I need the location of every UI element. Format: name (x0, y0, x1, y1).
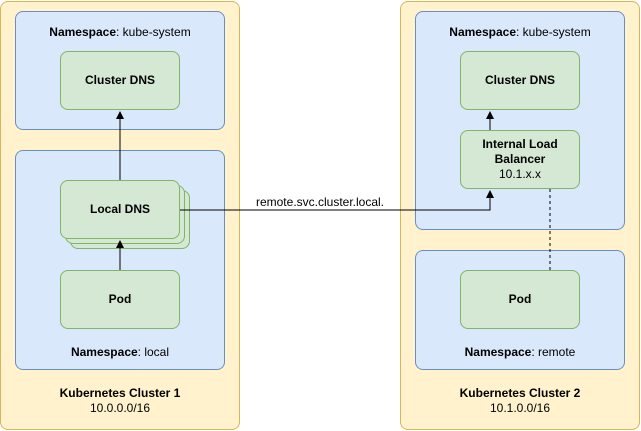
namespace-label-kube-system-1: Namespace: kube-system (49, 25, 191, 39)
cluster-1-cidr: 10.0.0.0/16 (89, 401, 151, 415)
namespace-kube-system-2 (415, 11, 625, 230)
pod-local: Pod (60, 270, 180, 329)
link-label: remote.svc.cluster.local. (250, 195, 390, 209)
namespace-label-local: Namespace: local (70, 345, 170, 359)
cluster-2-title: Kubernetes Cluster 2 (459, 386, 581, 400)
namespace-label-remote: Namespace: remote (464, 345, 576, 359)
pod-remote: Pod (460, 270, 580, 329)
cluster-1-title: Kubernetes Cluster 1 (59, 386, 181, 400)
namespace-label-kube-system-2: Namespace: kube-system (449, 25, 591, 39)
internal-load-balancer: Internal Load Balancer 10.1.x.x (460, 130, 580, 189)
local-dns: Local DNS (60, 180, 180, 239)
ilb-title: Internal Load Balancer (482, 137, 558, 166)
ilb-ip: 10.1.x.x (498, 167, 542, 181)
cluster-dns-1: Cluster DNS (60, 51, 180, 110)
cluster-dns-2: Cluster DNS (460, 51, 580, 110)
cluster-2-cidr: 10.1.0.0/16 (489, 401, 551, 415)
